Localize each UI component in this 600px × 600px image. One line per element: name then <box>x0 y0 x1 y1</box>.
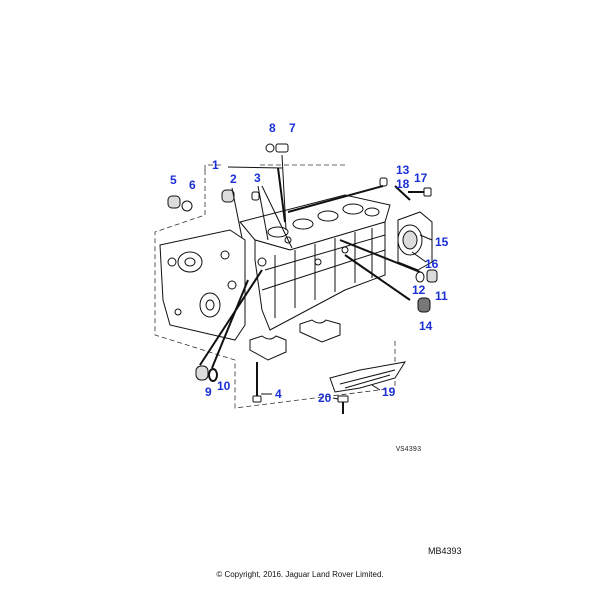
assembly-boundary <box>154 164 396 409</box>
callout-15: 15 <box>435 235 449 249</box>
callout-3: 3 <box>254 171 261 185</box>
callout-12: 12 <box>412 283 426 297</box>
copyright-notice: © Copyright, 2016. Jaguar Land Rover Lim… <box>216 570 384 579</box>
drawing-reference: VS4393 <box>396 446 422 454</box>
callout-5: 5 <box>170 173 177 187</box>
callout-18: 18 <box>396 177 410 191</box>
callout-9: 9 <box>205 385 212 399</box>
baffle-plate <box>329 361 407 393</box>
cylinder-block <box>159 194 391 341</box>
callout-11: 11 <box>435 289 448 303</box>
callout-7: 7 <box>289 121 296 135</box>
leader-lines <box>199 154 433 400</box>
callout-14: 14 <box>419 319 433 333</box>
callout-4: 4 <box>275 387 282 401</box>
small-parts <box>167 143 438 414</box>
callout-19: 19 <box>382 385 396 399</box>
callout-10: 10 <box>217 379 231 393</box>
callout-20: 20 <box>318 391 332 405</box>
callout-1: 1 <box>212 158 219 172</box>
rear-seal-housing <box>397 211 433 271</box>
callout-13: 13 <box>396 163 410 177</box>
callout-16: 16 <box>425 257 439 271</box>
diagram-id: MB4393 <box>428 546 462 556</box>
main-bearing-caps <box>249 319 341 361</box>
callout-8: 8 <box>269 121 276 135</box>
callout-2: 2 <box>230 172 237 186</box>
callout-6: 6 <box>189 178 196 192</box>
callout-17: 17 <box>414 171 428 185</box>
